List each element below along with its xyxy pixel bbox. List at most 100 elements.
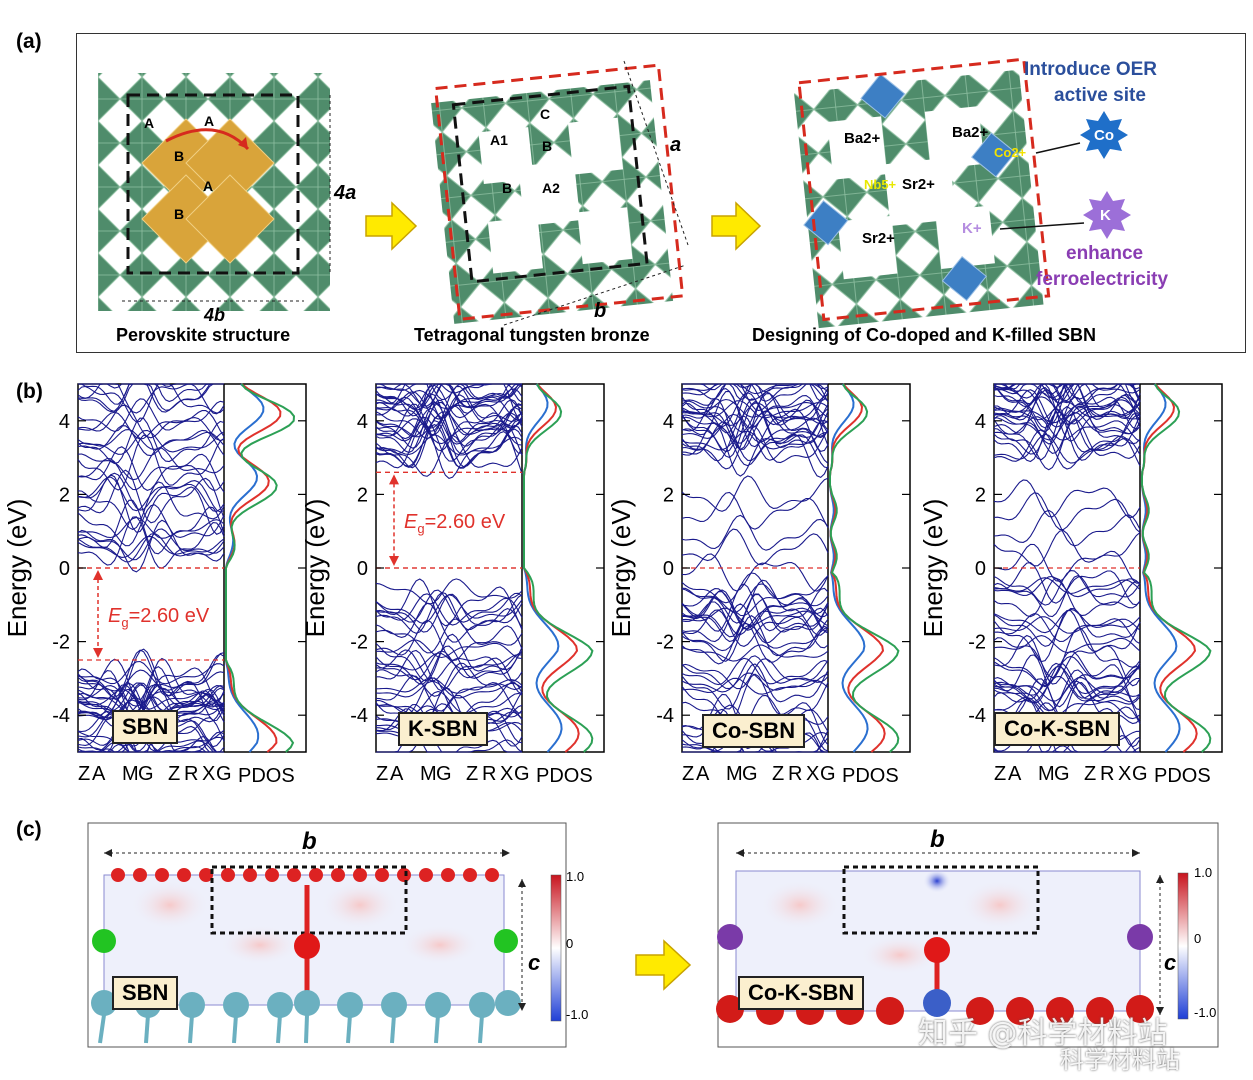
- perov-caption: Perovskite structure: [116, 325, 290, 345]
- band-line: [681, 677, 829, 695]
- c-left-cbar-mid: 0: [566, 936, 573, 951]
- band-line: [681, 398, 829, 418]
- c-right-cbar-min: -1.0: [1194, 1005, 1216, 1020]
- ferro-note-1: enhance: [1066, 243, 1143, 264]
- plot-label-co-sbn: Co-SBN: [702, 714, 806, 748]
- band-line: [681, 663, 829, 710]
- arrow-right-icon: [635, 939, 692, 991]
- kpath-label: G: [436, 763, 452, 785]
- band-line: [375, 594, 523, 624]
- band-line: [993, 543, 1141, 584]
- band-line: [375, 418, 523, 446]
- band-line: [682, 589, 829, 634]
- band-line: [681, 427, 829, 469]
- kpath-label: G: [742, 763, 758, 785]
- panel-a-label: (a): [16, 30, 42, 53]
- band-line: [77, 447, 225, 481]
- band-line: [77, 446, 225, 493]
- y-tick-label: 2: [59, 484, 70, 506]
- band-line: [77, 434, 225, 491]
- ttb-axis-b: b: [594, 300, 606, 322]
- band-line: [375, 411, 523, 438]
- band-line: [375, 645, 523, 685]
- kpath-label: R: [184, 763, 198, 785]
- band-line: [681, 383, 829, 412]
- panel-b-label: (b): [16, 380, 43, 403]
- band-line: [77, 404, 225, 439]
- pdos-curve: [1141, 383, 1212, 753]
- band-line: [375, 423, 523, 469]
- band-line: [375, 690, 523, 715]
- band-line: [375, 383, 523, 394]
- band-line: [681, 583, 829, 632]
- band-line: [681, 475, 829, 512]
- pdos-axis-label: PDOS: [1154, 765, 1211, 787]
- band-line: [993, 479, 1141, 519]
- ttb-site-a1: A1: [490, 132, 508, 148]
- band-line: [681, 609, 829, 649]
- panel-a-graphics: A A A B B 4b 4a Perovskite structure C A…: [98, 57, 1168, 345]
- band-line: [993, 383, 1140, 405]
- ion-ba-2: Ba2+: [952, 124, 989, 141]
- band-line: [375, 415, 523, 469]
- band-line: [993, 529, 1141, 567]
- band-line: [993, 635, 1141, 654]
- band-line: [681, 528, 829, 566]
- band-line: [77, 474, 225, 535]
- band-line: [681, 622, 829, 665]
- co-badge: Co: [1094, 127, 1114, 144]
- gap-arrow-head: [93, 570, 103, 580]
- band-line: [993, 411, 1141, 455]
- band-line: [681, 422, 829, 479]
- band-line: [77, 684, 225, 728]
- kpath-label: G: [138, 763, 154, 785]
- band-line: [78, 743, 224, 753]
- band-line: [376, 639, 523, 660]
- y-tick-label: 2: [663, 484, 674, 506]
- band-line: [375, 649, 523, 682]
- kpath-label: R: [788, 763, 802, 785]
- ion-co: Co2+: [994, 145, 1027, 160]
- arrow-right-icon: [365, 201, 418, 251]
- band-line: [77, 535, 225, 558]
- band-line: [993, 492, 1141, 533]
- panel-a-frame: [76, 33, 1246, 353]
- band-line: [375, 589, 523, 623]
- co-badge-icon: [1080, 111, 1128, 159]
- band-line: [681, 658, 829, 690]
- band-line: [993, 654, 1141, 711]
- watermark: 知乎 @科学材料站: [918, 1016, 1168, 1051]
- band-line: [993, 416, 1141, 443]
- band-line: [375, 591, 523, 634]
- watermark-sub: 科学材料站: [1060, 1046, 1180, 1074]
- oer-note-1: Introduce OER: [1024, 59, 1157, 80]
- perov-site-a1: A: [144, 115, 154, 131]
- band-line: [681, 553, 829, 592]
- panel-c-label: (c): [16, 818, 42, 841]
- y-axis-label: Energy (eV): [300, 499, 330, 638]
- band-line: [77, 383, 224, 413]
- band-line: [994, 383, 1141, 425]
- band-line: [993, 577, 1141, 595]
- ferro-note-2: ferroelectricity: [1036, 269, 1168, 290]
- band-line: [681, 673, 829, 724]
- y-tick-label: -2: [350, 632, 368, 654]
- band-line: [77, 666, 225, 720]
- y-tick-label: 4: [663, 411, 674, 433]
- band-line: [681, 402, 829, 427]
- band-line: [376, 649, 523, 695]
- pdos-curve: [225, 383, 296, 753]
- ttb-axis-a: a: [670, 134, 681, 156]
- pdos-axis-label: PDOS: [238, 765, 295, 787]
- band-line: [993, 655, 1141, 687]
- band-line: [77, 658, 225, 707]
- perov-dim-b: 4b: [203, 305, 225, 325]
- oer-note-2: active site: [1054, 85, 1146, 106]
- c-left-axis-b: b: [302, 828, 317, 855]
- band-line: [681, 644, 829, 662]
- kpath-label: A: [1008, 763, 1022, 785]
- y-axis-label: Energy (eV): [606, 499, 636, 638]
- y-tick-label: 0: [663, 558, 674, 580]
- band-line: [681, 655, 829, 690]
- band-line: [375, 652, 523, 671]
